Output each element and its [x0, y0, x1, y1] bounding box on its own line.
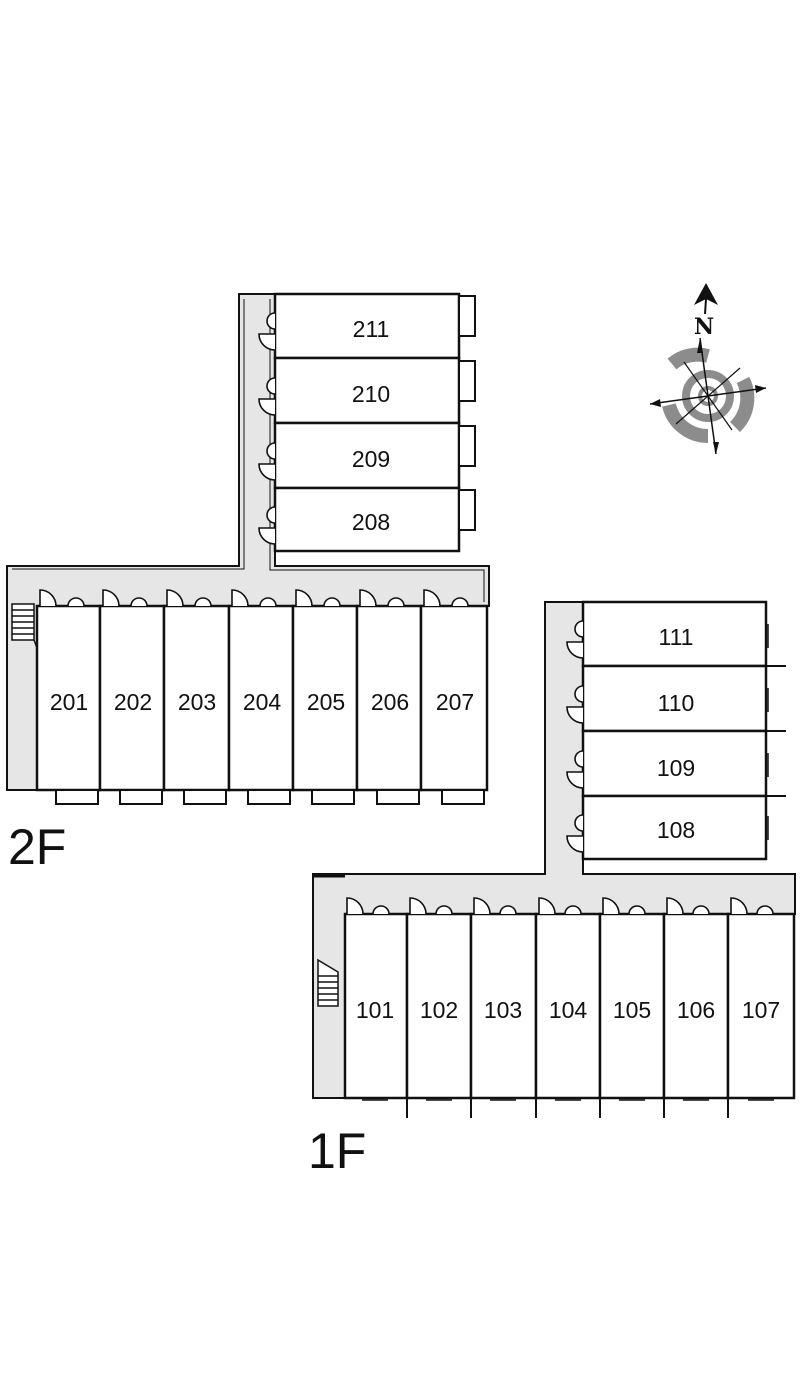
room-label-206: 206	[371, 689, 409, 715]
room-label-108: 108	[657, 817, 695, 843]
room-label-205: 205	[307, 689, 345, 715]
room-label-210: 210	[352, 381, 390, 407]
room-group-2f-row	[35, 604, 489, 805]
door-icons-2f-row	[39, 589, 469, 607]
room-label-103: 103	[484, 997, 522, 1023]
room-group-2f-column	[273, 292, 476, 553]
stairs-2f	[11, 603, 38, 649]
room-label-109: 109	[657, 755, 695, 781]
room-label-104: 104	[549, 997, 588, 1023]
door-icons-2f-column	[258, 312, 276, 545]
room-label-202: 202	[114, 689, 152, 715]
room-label-211: 211	[353, 316, 390, 342]
room-label-209: 209	[352, 446, 390, 472]
room-label-107: 107	[742, 997, 780, 1023]
room-label-204: 204	[243, 689, 282, 715]
room-label-207: 207	[436, 689, 474, 715]
room-label-102: 102	[420, 997, 458, 1023]
room-label-105: 105	[613, 997, 651, 1023]
compass-north-label: N	[694, 314, 714, 340]
room-label-201: 201	[50, 689, 88, 715]
room-label-203: 203	[178, 689, 216, 715]
room-label-110: 110	[658, 690, 695, 716]
room-label-101: 101	[356, 997, 394, 1023]
floor-label-1f: 1F	[308, 1123, 366, 1179]
room-label-208: 208	[352, 509, 390, 535]
room-label-106: 106	[677, 997, 715, 1023]
compass-icon	[649, 283, 767, 455]
floor-label-2f: 2F	[8, 819, 66, 875]
stairs-1f	[317, 958, 339, 1007]
room-label-111: 111	[659, 624, 694, 650]
door-icons-1f-row	[346, 897, 774, 915]
door-icons-1f-column	[566, 620, 584, 853]
